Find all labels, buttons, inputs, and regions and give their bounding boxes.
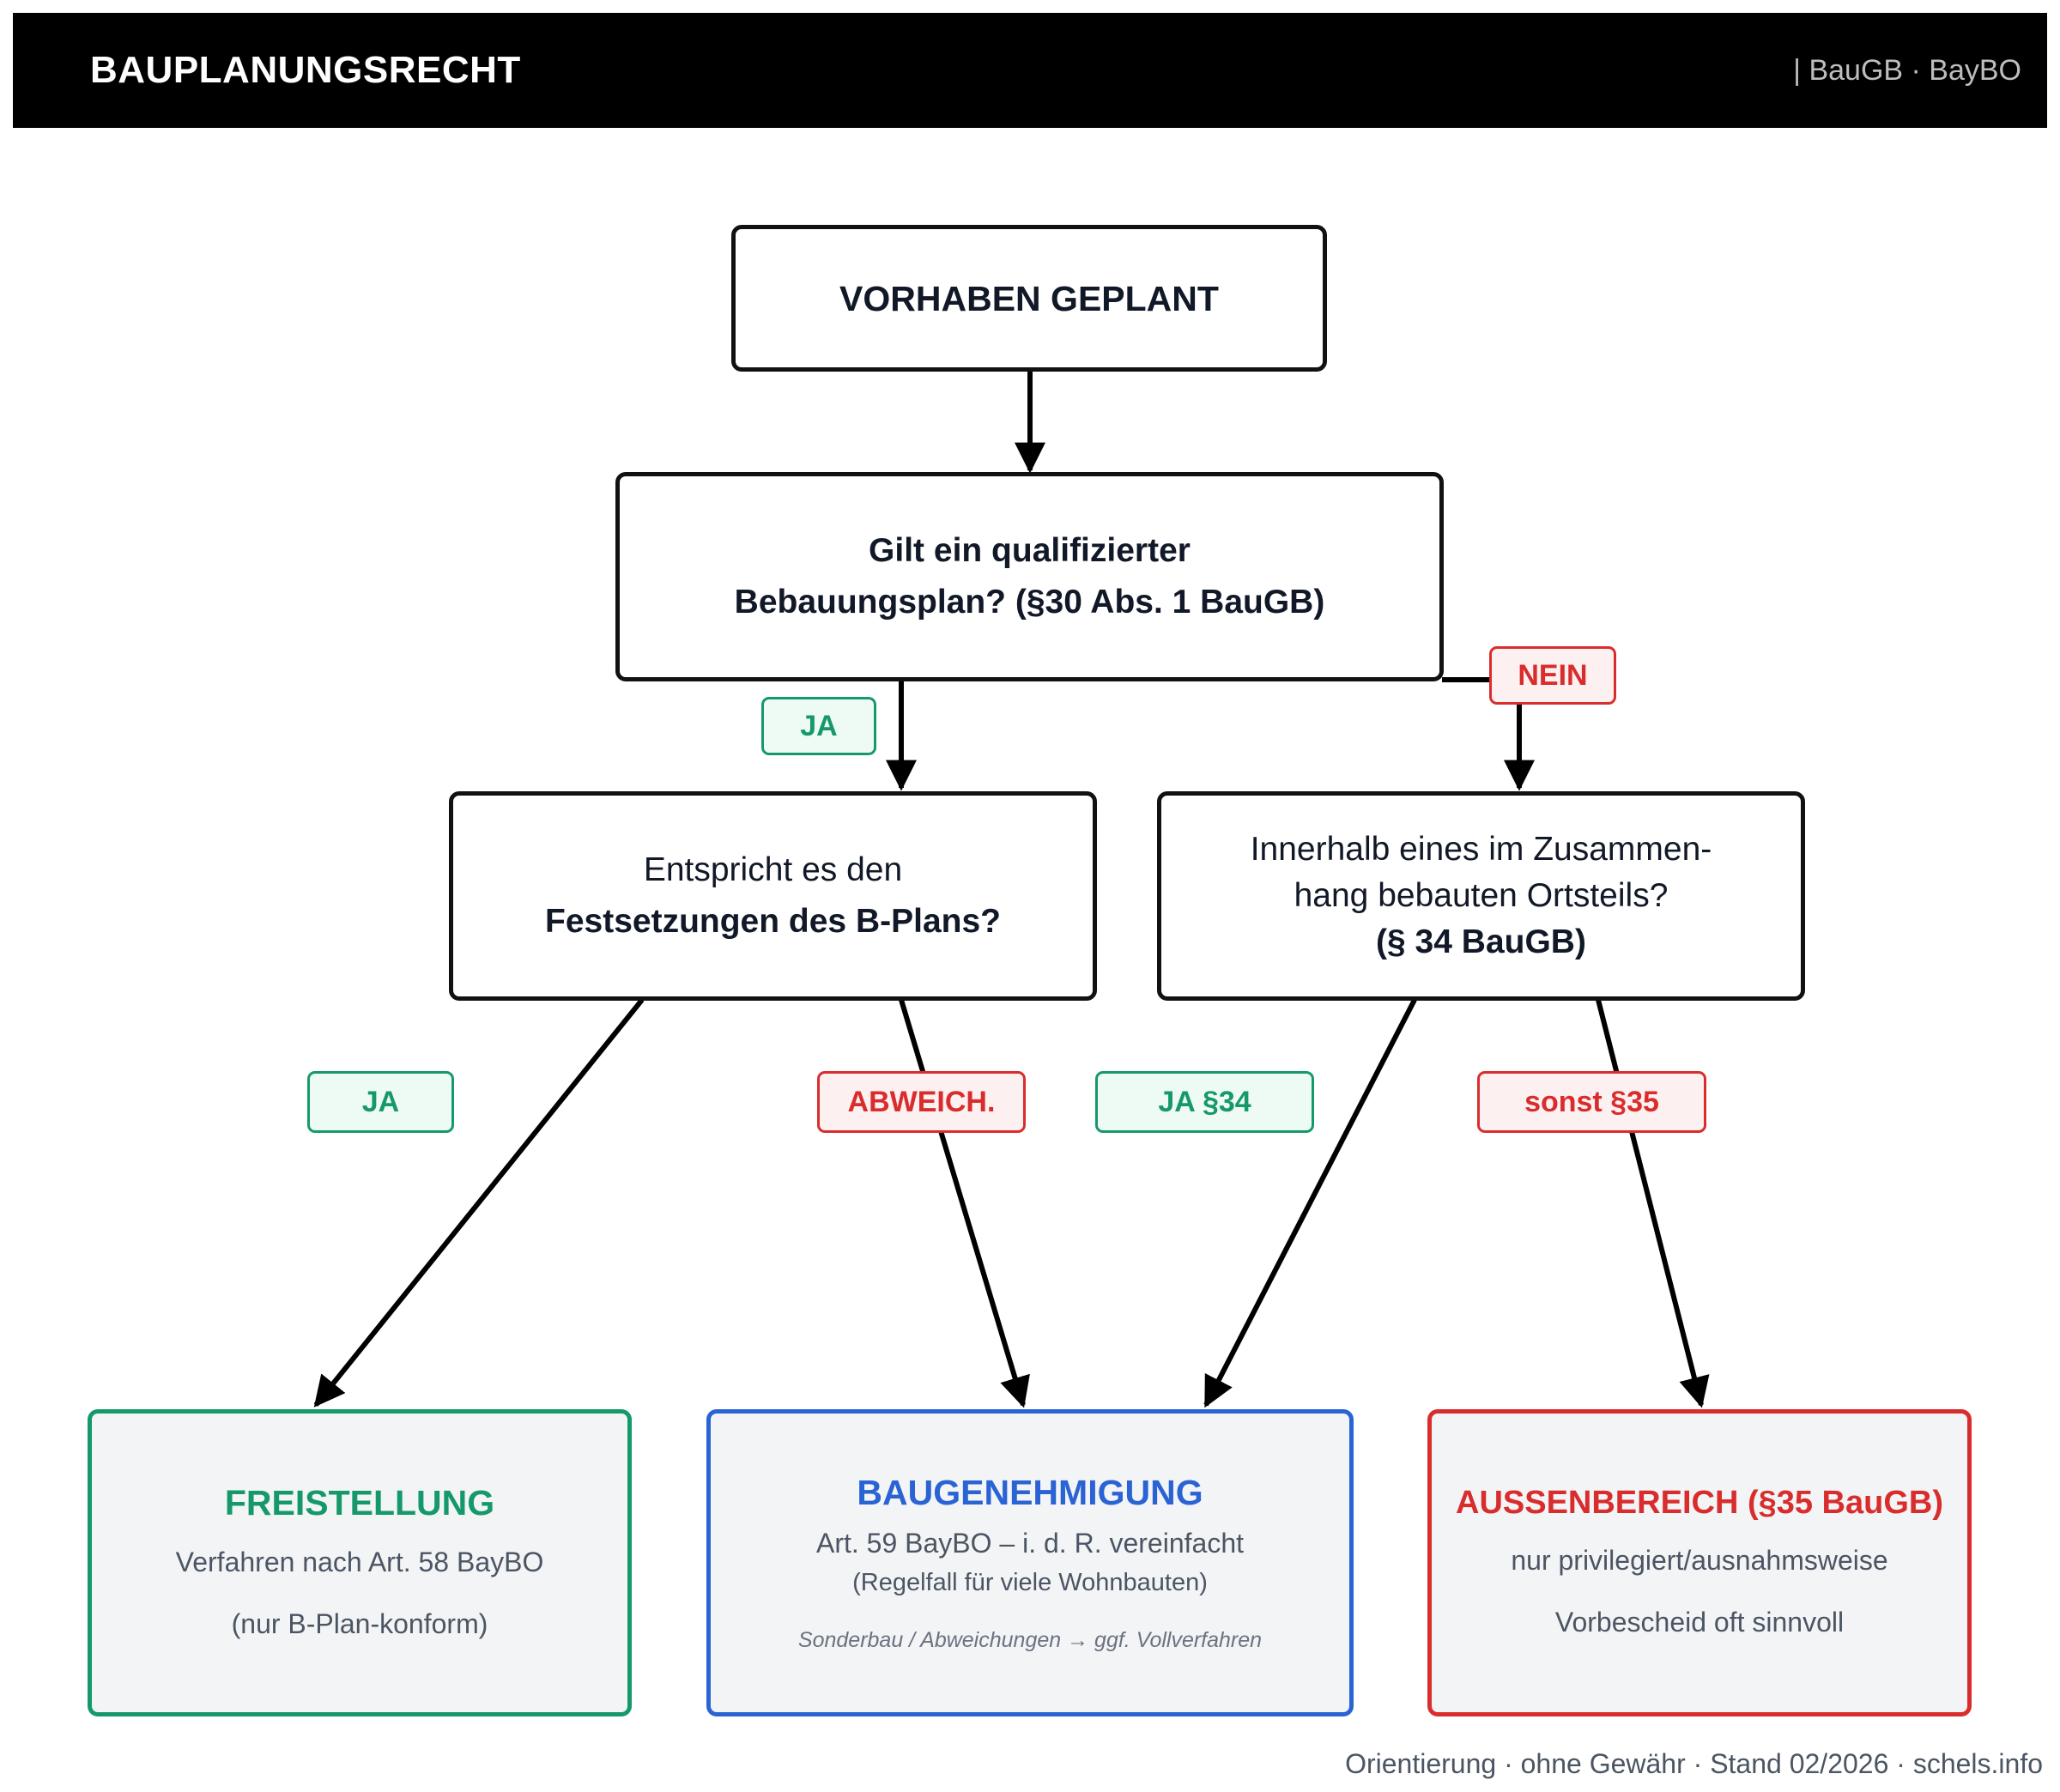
label-sonst-35: sonst §35 bbox=[1477, 1071, 1706, 1133]
result-aussenbereich-line2: Vorbescheid oft sinnvoll bbox=[1554, 1606, 1845, 1638]
start-box: VORHABEN GEPLANT bbox=[731, 225, 1327, 372]
result-baugenehmigung-line1: Art. 59 BayBO – i. d. R. vereinfacht bbox=[816, 1528, 1244, 1559]
result-aussenbereich-title: AUSSENBEREICH (§35 BauGB) bbox=[1456, 1484, 1943, 1521]
footer-note: Orientierung · ohne Gewähr · Stand 02/20… bbox=[1345, 1748, 2043, 1779]
result-freistellung: FREISTELLUNG Verfahren nach Art. 58 BayB… bbox=[88, 1409, 632, 1716]
arrow-q2-to-freistellung bbox=[313, 998, 645, 1408]
question-bebauungsplan: Gilt ein qualifizierter Bebauungsplan? (… bbox=[615, 472, 1444, 681]
label-ja-34: JA §34 bbox=[1095, 1071, 1314, 1133]
question-festsetzungen: Entspricht es den Festsetzungen des B-Pl… bbox=[449, 791, 1097, 1001]
header-bar: BAUPLANUNGSRECHT | BauGB · BayBO bbox=[13, 13, 2047, 128]
question-bebauungsplan-line1: Gilt ein qualifizierter bbox=[869, 532, 1191, 569]
question-ortsteil-line2: hang bebauten Ortsteils? bbox=[1294, 877, 1669, 914]
result-aussenbereich-line1: nur privilegiert/ausnahmsweise bbox=[1511, 1544, 1888, 1576]
question-festsetzungen-line2: Festsetzungen des B-Plans? bbox=[545, 903, 1001, 940]
result-freistellung-line1: Verfahren nach Art. 58 BayBO bbox=[175, 1546, 544, 1577]
arrow-q2-to-baugenehmigung bbox=[899, 999, 1030, 1408]
result-baugenehmigung-title: BAUGENEHMIGUNG bbox=[857, 1473, 1203, 1512]
result-freistellung-title: FREISTELLUNG bbox=[224, 1482, 495, 1523]
result-aussenbereich: AUSSENBEREICH (§35 BauGB) nur privilegie… bbox=[1427, 1409, 1972, 1716]
label-ja-festsetzungen: JA bbox=[307, 1071, 454, 1133]
header-tag: | BauGB · BayBO bbox=[1793, 54, 2021, 87]
result-freistellung-line2: (nur B-Plan-konform) bbox=[231, 1607, 488, 1639]
result-baugenehmigung: BAUGENEHMIGUNG Art. 59 BayBO – i. d. R. … bbox=[706, 1409, 1354, 1716]
start-label: VORHABEN GEPLANT bbox=[839, 278, 1219, 318]
question-ortsteil-line1: Innerhalb eines im Zusammen- bbox=[1250, 831, 1712, 868]
result-baugenehmigung-note: Sonderbau / Abweichungen → ggf. Vollverf… bbox=[797, 1628, 1263, 1652]
question-ortsteil-line3: (§ 34 BauGB) bbox=[1376, 923, 1586, 960]
label-abweichung: ABWEICH. bbox=[817, 1071, 1026, 1133]
arrow-q3-to-aussenbereich bbox=[1596, 999, 1710, 1408]
result-baugenehmigung-line2: (Regelfall für viele Wohnbauten) bbox=[852, 1569, 1208, 1596]
question-festsetzungen-line1: Entspricht es den bbox=[643, 851, 903, 888]
question-bebauungsplan-line2: Bebauungsplan? (§30 Abs. 1 BauGB) bbox=[734, 584, 1325, 621]
label-nein-bebauungsplan: NEIN bbox=[1489, 646, 1616, 705]
question-ortsteil: Innerhalb eines im Zusammen- hang bebaut… bbox=[1157, 791, 1805, 1001]
page-title: BAUPLANUNGSRECHT bbox=[90, 49, 521, 91]
label-ja-bebauungsplan: JA bbox=[761, 697, 876, 755]
arrow-q3-to-baugenehmigung bbox=[1203, 998, 1417, 1408]
